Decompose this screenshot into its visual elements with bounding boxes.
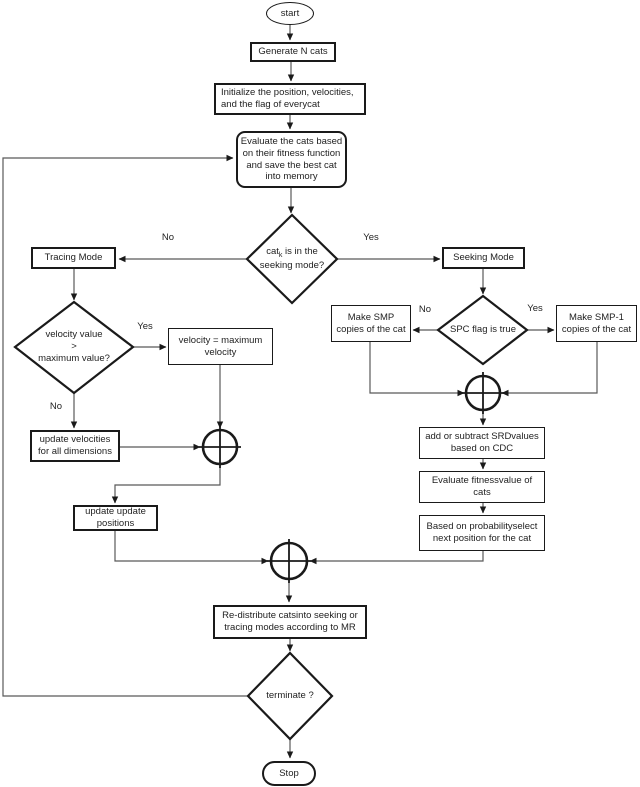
evaluate-fitness-step: Evaluate fitnessvalue of cats <box>419 471 545 503</box>
edge-label-yes-spc: Yes <box>527 303 543 314</box>
seeking-mode-step: Seeking Mode <box>442 247 525 269</box>
make-smp-copies-step: Make SMP copies of the cat <box>331 305 411 342</box>
sum-junction-left <box>199 426 241 468</box>
edges <box>2 25 598 759</box>
edge-label-no-seeking: No <box>161 232 175 243</box>
velocity-decision <box>13 300 135 395</box>
edge-label-yes-velocity: Yes <box>137 321 153 332</box>
update-velocities-step: update velocities for all dimensions <box>30 430 120 462</box>
sum-junction-center <box>267 539 311 583</box>
edge-label-yes-seeking: Yes <box>363 232 379 243</box>
start-terminator: start <box>266 2 314 25</box>
edge-label-no-spc: No <box>418 304 432 315</box>
tracing-mode-step: Tracing Mode <box>31 247 116 269</box>
select-next-position-step: Based on probabilityselect next position… <box>419 515 545 551</box>
stop-terminator: Stop <box>262 761 316 786</box>
evaluate-cats-step: Evaluate the cats based on their fitness… <box>236 131 347 188</box>
srd-step: add or subtract SRDvalues based on CDC <box>419 427 545 459</box>
spc-flag-decision <box>436 294 529 366</box>
redistribute-step: Re-distribute catsinto seeking or tracin… <box>213 605 367 639</box>
sum-junction-right <box>462 372 504 414</box>
generate-cats-step: Generate N cats <box>250 42 336 62</box>
set-velocity-max-step: velocity = maximum velocity <box>168 328 273 365</box>
edge-label-no-velocity: No <box>49 401 63 412</box>
initialize-step: Initialize the position, velocities, and… <box>214 83 366 115</box>
make-smp-minus-1-copies-step: Make SMP-1 copies of the cat <box>556 305 637 342</box>
update-positions-step: update update positions <box>73 505 158 531</box>
terminate-decision <box>246 651 334 741</box>
seeking-mode-decision <box>245 213 339 305</box>
